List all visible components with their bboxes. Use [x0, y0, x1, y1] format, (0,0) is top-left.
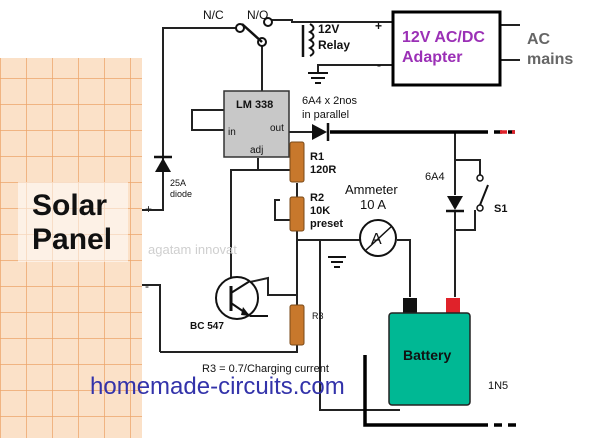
solar-panel-label-line2: Panel: [32, 223, 112, 256]
ac-dc-adapter: 12V AC/DC Adapter + -: [375, 10, 502, 87]
r2-value: 10K: [310, 205, 330, 217]
regulator-pin-in: in: [228, 127, 236, 138]
relay-name: Relay: [318, 38, 350, 52]
website-label: homemade-circuits.com: [90, 373, 345, 400]
watermark: agatam innovat: [148, 242, 237, 257]
ac-mains-line2: mains: [527, 51, 573, 68]
resistor-r3: R3: [289, 304, 324, 346]
regulator-name: LM 338: [236, 99, 273, 111]
switch-s1: S1: [476, 174, 507, 215]
switch-diode: 6A4: [425, 171, 464, 213]
adapter-label-line1: 12V AC/DC: [402, 29, 485, 46]
ammeter-name: Ammeter: [345, 182, 398, 197]
ammeter: Ammeter 10 A A: [345, 182, 398, 257]
bold-wires: [330, 130, 520, 427]
switch-diode-name: 6A4: [425, 171, 445, 183]
battery-label: Battery: [403, 347, 451, 363]
r3-formula: R3 = 0.7/Charging current: [202, 363, 329, 375]
regulator-pin-out: out: [270, 123, 284, 134]
r1-name: R1: [310, 151, 324, 163]
adapter-plus: +: [375, 19, 382, 33]
r3-name: R3: [312, 311, 324, 321]
r2-note: preset: [310, 218, 343, 230]
relay-switch: N/C N/O: [203, 8, 273, 47]
solar-panel-label-line1: Solar: [32, 189, 107, 222]
ammeter-value: 10 A: [360, 197, 386, 212]
adapter-minus: -: [377, 58, 381, 72]
ac-mains-line1: AC: [527, 31, 551, 48]
ac-mains: AC mains: [527, 31, 573, 68]
relay-no-label: N/O: [247, 8, 268, 22]
resistor-r2: R2 10K preset: [289, 192, 343, 232]
transistor-bc547: BC 547: [190, 276, 268, 332]
relay-coil: 12V Relay: [301, 22, 350, 57]
r2-name: R2: [310, 192, 324, 204]
output-diode-line1: 6A4 x 2nos: [302, 95, 358, 107]
relay-voltage: 12V: [318, 22, 339, 36]
output-diode-line2: in parallel: [302, 109, 349, 121]
ground-symbol-junction: [328, 256, 346, 268]
battery: Battery: [388, 298, 471, 406]
input-diode-value: 25A: [170, 178, 186, 188]
input-diode: 25A diode: [154, 155, 192, 199]
regulator-pin-adj: adj: [250, 145, 263, 156]
lm338-regulator: LM 338 in out adj: [223, 90, 290, 158]
adapter-label-line2: Adapter: [402, 49, 462, 66]
wires: [142, 19, 520, 411]
output-diode: 6A4 x 2nos in parallel: [302, 95, 358, 141]
transistor-name: BC 547: [190, 321, 224, 332]
corner-label: 1N5: [488, 380, 508, 392]
r1-value: 120R: [310, 164, 336, 176]
ground-symbol-relay: [308, 72, 328, 84]
switch-name: S1: [494, 203, 507, 215]
relay-nc-label: N/C: [203, 8, 224, 22]
input-diode-name: diode: [170, 189, 192, 199]
resistor-r1: R1 120R: [289, 141, 336, 183]
